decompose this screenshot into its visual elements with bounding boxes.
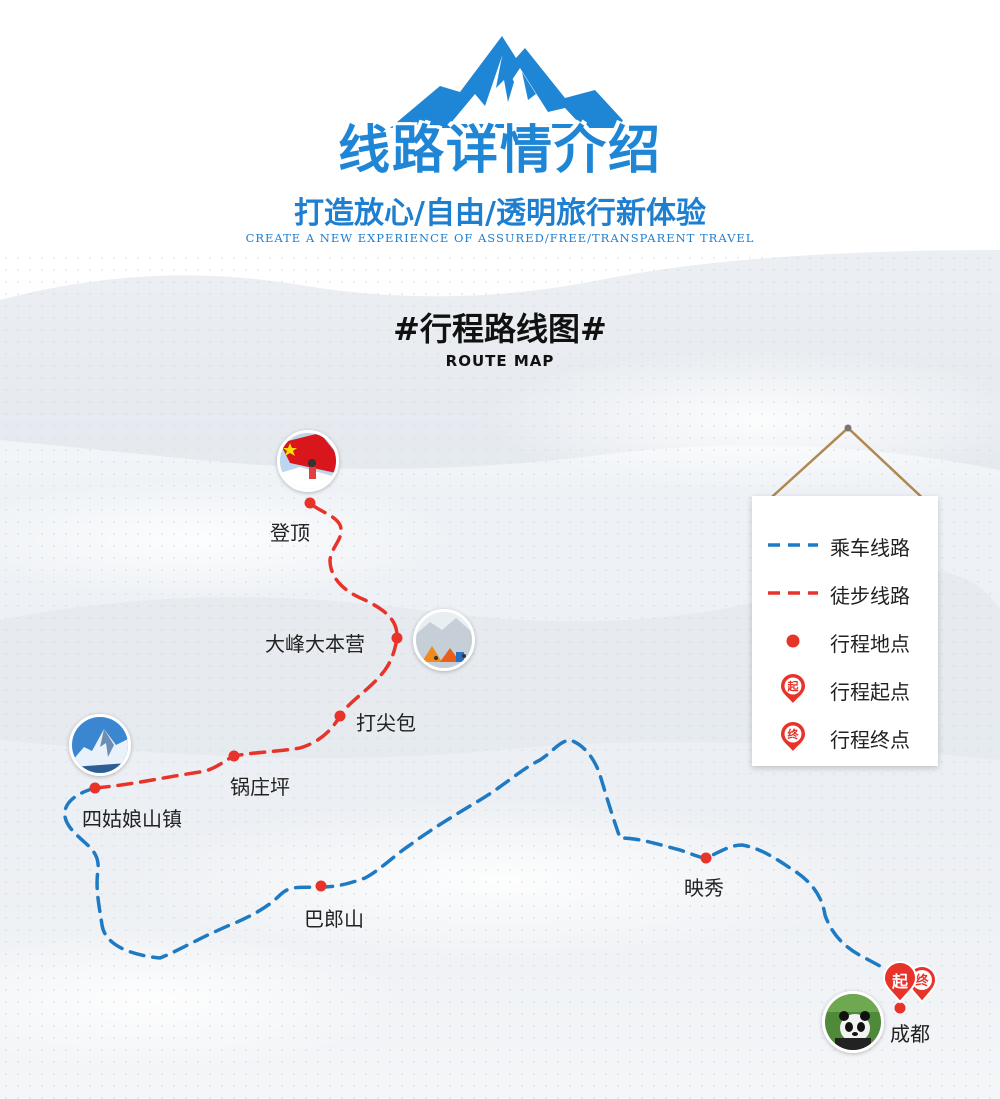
legend-label-start: 行程起点: [830, 680, 910, 704]
subtitle-en: CREATE A NEW EXPERIENCE OF ASSURED/FREE/…: [245, 231, 755, 245]
legend-label-drive: 乘车线路: [830, 536, 910, 560]
place-guozhuangping: 锅庄坪: [230, 775, 290, 799]
legend-item-hike: 徒步线路: [752, 578, 938, 608]
stop-dot-balangshan: [315, 880, 327, 892]
start-pin-icon: 起: [766, 674, 820, 704]
legend-item-start: 起 行程起点: [752, 674, 938, 704]
place-base-camp: 大峰大本营: [265, 632, 365, 656]
start-pin-label: 起: [891, 972, 908, 991]
legend-item-end: 终 行程终点: [752, 722, 938, 752]
legend: 乘车线路 徒步线路 行程地点 起 行程起点 终 行程终点: [752, 496, 938, 766]
legend-end-glyph: 终: [787, 728, 799, 741]
mountain-logo-icon: [390, 36, 630, 128]
stop-dot-guozhuangping: [228, 750, 240, 762]
legend-hanger: [762, 426, 931, 506]
stop-dot-siguniang-town: [89, 782, 101, 794]
place-yingxiu: 映秀: [684, 876, 724, 900]
legend-label-hike: 徒步线路: [830, 584, 910, 608]
stop-dot-summit: [304, 497, 316, 509]
subtitle: 打造放心/自由/透明旅行新体验: [294, 196, 706, 231]
stop-dot-dajianbao: [334, 710, 346, 722]
flag-summit-photo: [277, 430, 339, 492]
place-balangshan: 巴郎山: [304, 907, 364, 931]
stop-dot-chengdu: [894, 1002, 906, 1014]
tent-camp-photo: [413, 609, 475, 671]
place-siguniang-town: 四姑娘山镇: [82, 807, 182, 831]
place-dajianbao: 打尖包: [356, 711, 416, 735]
legend-label-end: 行程终点: [830, 728, 910, 752]
hike-route: [93, 501, 399, 790]
stop-dot-base-camp: [391, 632, 403, 644]
stop-dot-yingxiu: [700, 852, 712, 864]
drive-line-icon: [768, 543, 818, 547]
place-summit: 登顶: [270, 521, 310, 545]
section-subtitle: ROUTE MAP: [445, 352, 555, 370]
legend-start-glyph: 起: [787, 680, 799, 693]
end-pin-label: 终: [915, 974, 929, 989]
end-pin: 终: [906, 964, 938, 1004]
hike-line-icon: [768, 591, 818, 595]
section-title: #行程路线图#: [393, 310, 607, 348]
start-pin: 起: [882, 960, 918, 1004]
end-pin-icon: 终: [766, 722, 820, 752]
main-title: 线路详情介绍: [337, 121, 662, 181]
drive-route: [63, 738, 902, 982]
legend-item-drive: 乘车线路: [752, 530, 938, 560]
legend-label-stop: 行程地点: [830, 632, 910, 656]
header: 线路详情介绍 打造放心/自由/透明旅行新体验 CREATE A NEW EXPE…: [0, 0, 1000, 260]
place-chengdu: 成都: [890, 1022, 930, 1046]
stop-dot-icon: [786, 634, 800, 648]
panda-photo: [822, 991, 884, 1053]
legend-item-stop: 行程地点: [752, 626, 938, 656]
snow-peak-photo: [69, 714, 131, 776]
